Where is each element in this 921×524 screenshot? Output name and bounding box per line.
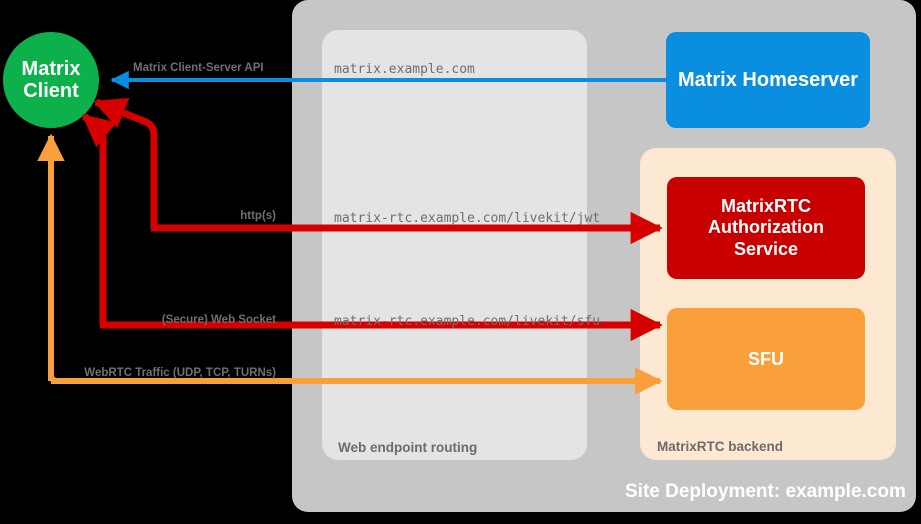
endpoint-label-matrix-example-com: matrix.example.com (334, 62, 475, 77)
sfu-node[interactable] (667, 308, 865, 410)
web-endpoint-routing-caption: Web endpoint routing (338, 440, 478, 455)
endpoint-label-livekit-jwt: matrix-rtc.example.com/livekit/jwt (334, 211, 601, 226)
site-deployment-caption: Site Deployment: example.com (625, 481, 906, 502)
edge-label-matrix-client-server-api: Matrix Client-Server API (133, 62, 264, 74)
matrixrtc-authorization-service-node[interactable] (667, 177, 865, 279)
edge-websocket-to-client (81, 113, 117, 325)
matrixrtc-backend-caption: MatrixRTC backend (657, 439, 784, 454)
matrix-client-node[interactable] (3, 32, 99, 128)
edge-label-webrtc-traffic: WebRTC Traffic (UDP, TCP, TURNs) (84, 367, 276, 379)
edge-webrtc-corner (48, 373, 64, 384)
edge-http-s-to-client (93, 97, 158, 228)
edge-label-secure-web-socket: (Secure) Web Socket (161, 314, 276, 326)
endpoint-label-livekit-sfu: matrix-rtc.example.com/livekit/sfu (334, 314, 601, 329)
edge-label-http-s: http(s) (240, 210, 276, 222)
web-endpoint-routing-container (322, 30, 587, 460)
